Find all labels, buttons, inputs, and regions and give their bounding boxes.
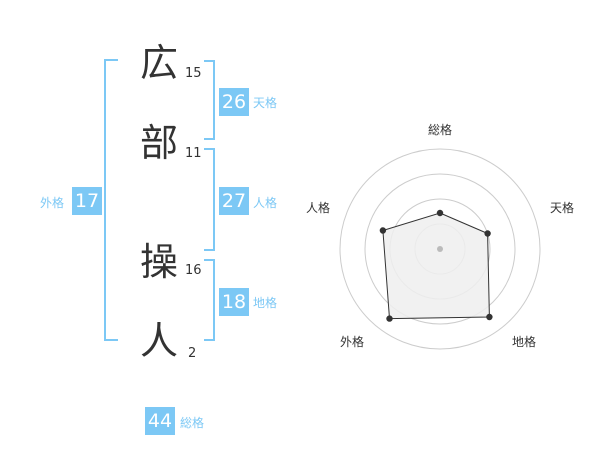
stroke-count-1: 15 [185, 66, 202, 81]
radar-point-3 [486, 313, 493, 321]
radar-polygon [382, 212, 490, 320]
radar-point-5 [379, 227, 387, 234]
chikaku-value: 18 [219, 288, 249, 316]
tenkaku-label: 天格 [253, 96, 278, 110]
radar-label-chikaku: 地格 [512, 334, 536, 349]
tenkaku-value: 26 [219, 88, 249, 116]
stroke-count-2: 11 [185, 146, 202, 161]
name-char-1: 広 [140, 41, 179, 85]
radar-label-gaikaku: 外格 [340, 334, 364, 349]
soukaku-value: 44 [145, 407, 175, 435]
radar-point-2 [484, 230, 491, 237]
radar-point-1 [436, 209, 444, 217]
name-char-4: 人 [140, 319, 179, 363]
radar-label-soukaku: 総格 [428, 122, 452, 137]
stroke-count-3: 16 [185, 263, 202, 278]
chikaku-label: 地格 [253, 296, 278, 310]
radar-label-tenkaku: 天格 [550, 200, 574, 215]
gaikaku-value: 17 [72, 187, 102, 215]
name-char-3: 操 [140, 240, 179, 284]
radar-label-jinkaku: 人格 [306, 200, 330, 215]
radar-center-dot [437, 246, 443, 252]
radar-point-4 [386, 315, 393, 322]
soukaku-label: 総格 [180, 416, 205, 430]
jinkaku-value: 27 [219, 187, 249, 215]
stroke-count-4: 2 [188, 346, 197, 361]
jinkaku-label: 人格 [253, 196, 278, 210]
radar-chart: 総格 天格 地格 外格 人格 [306, 122, 574, 350]
gaikaku-label: 外格 [40, 196, 65, 210]
name-char-2: 部 [140, 121, 179, 165]
